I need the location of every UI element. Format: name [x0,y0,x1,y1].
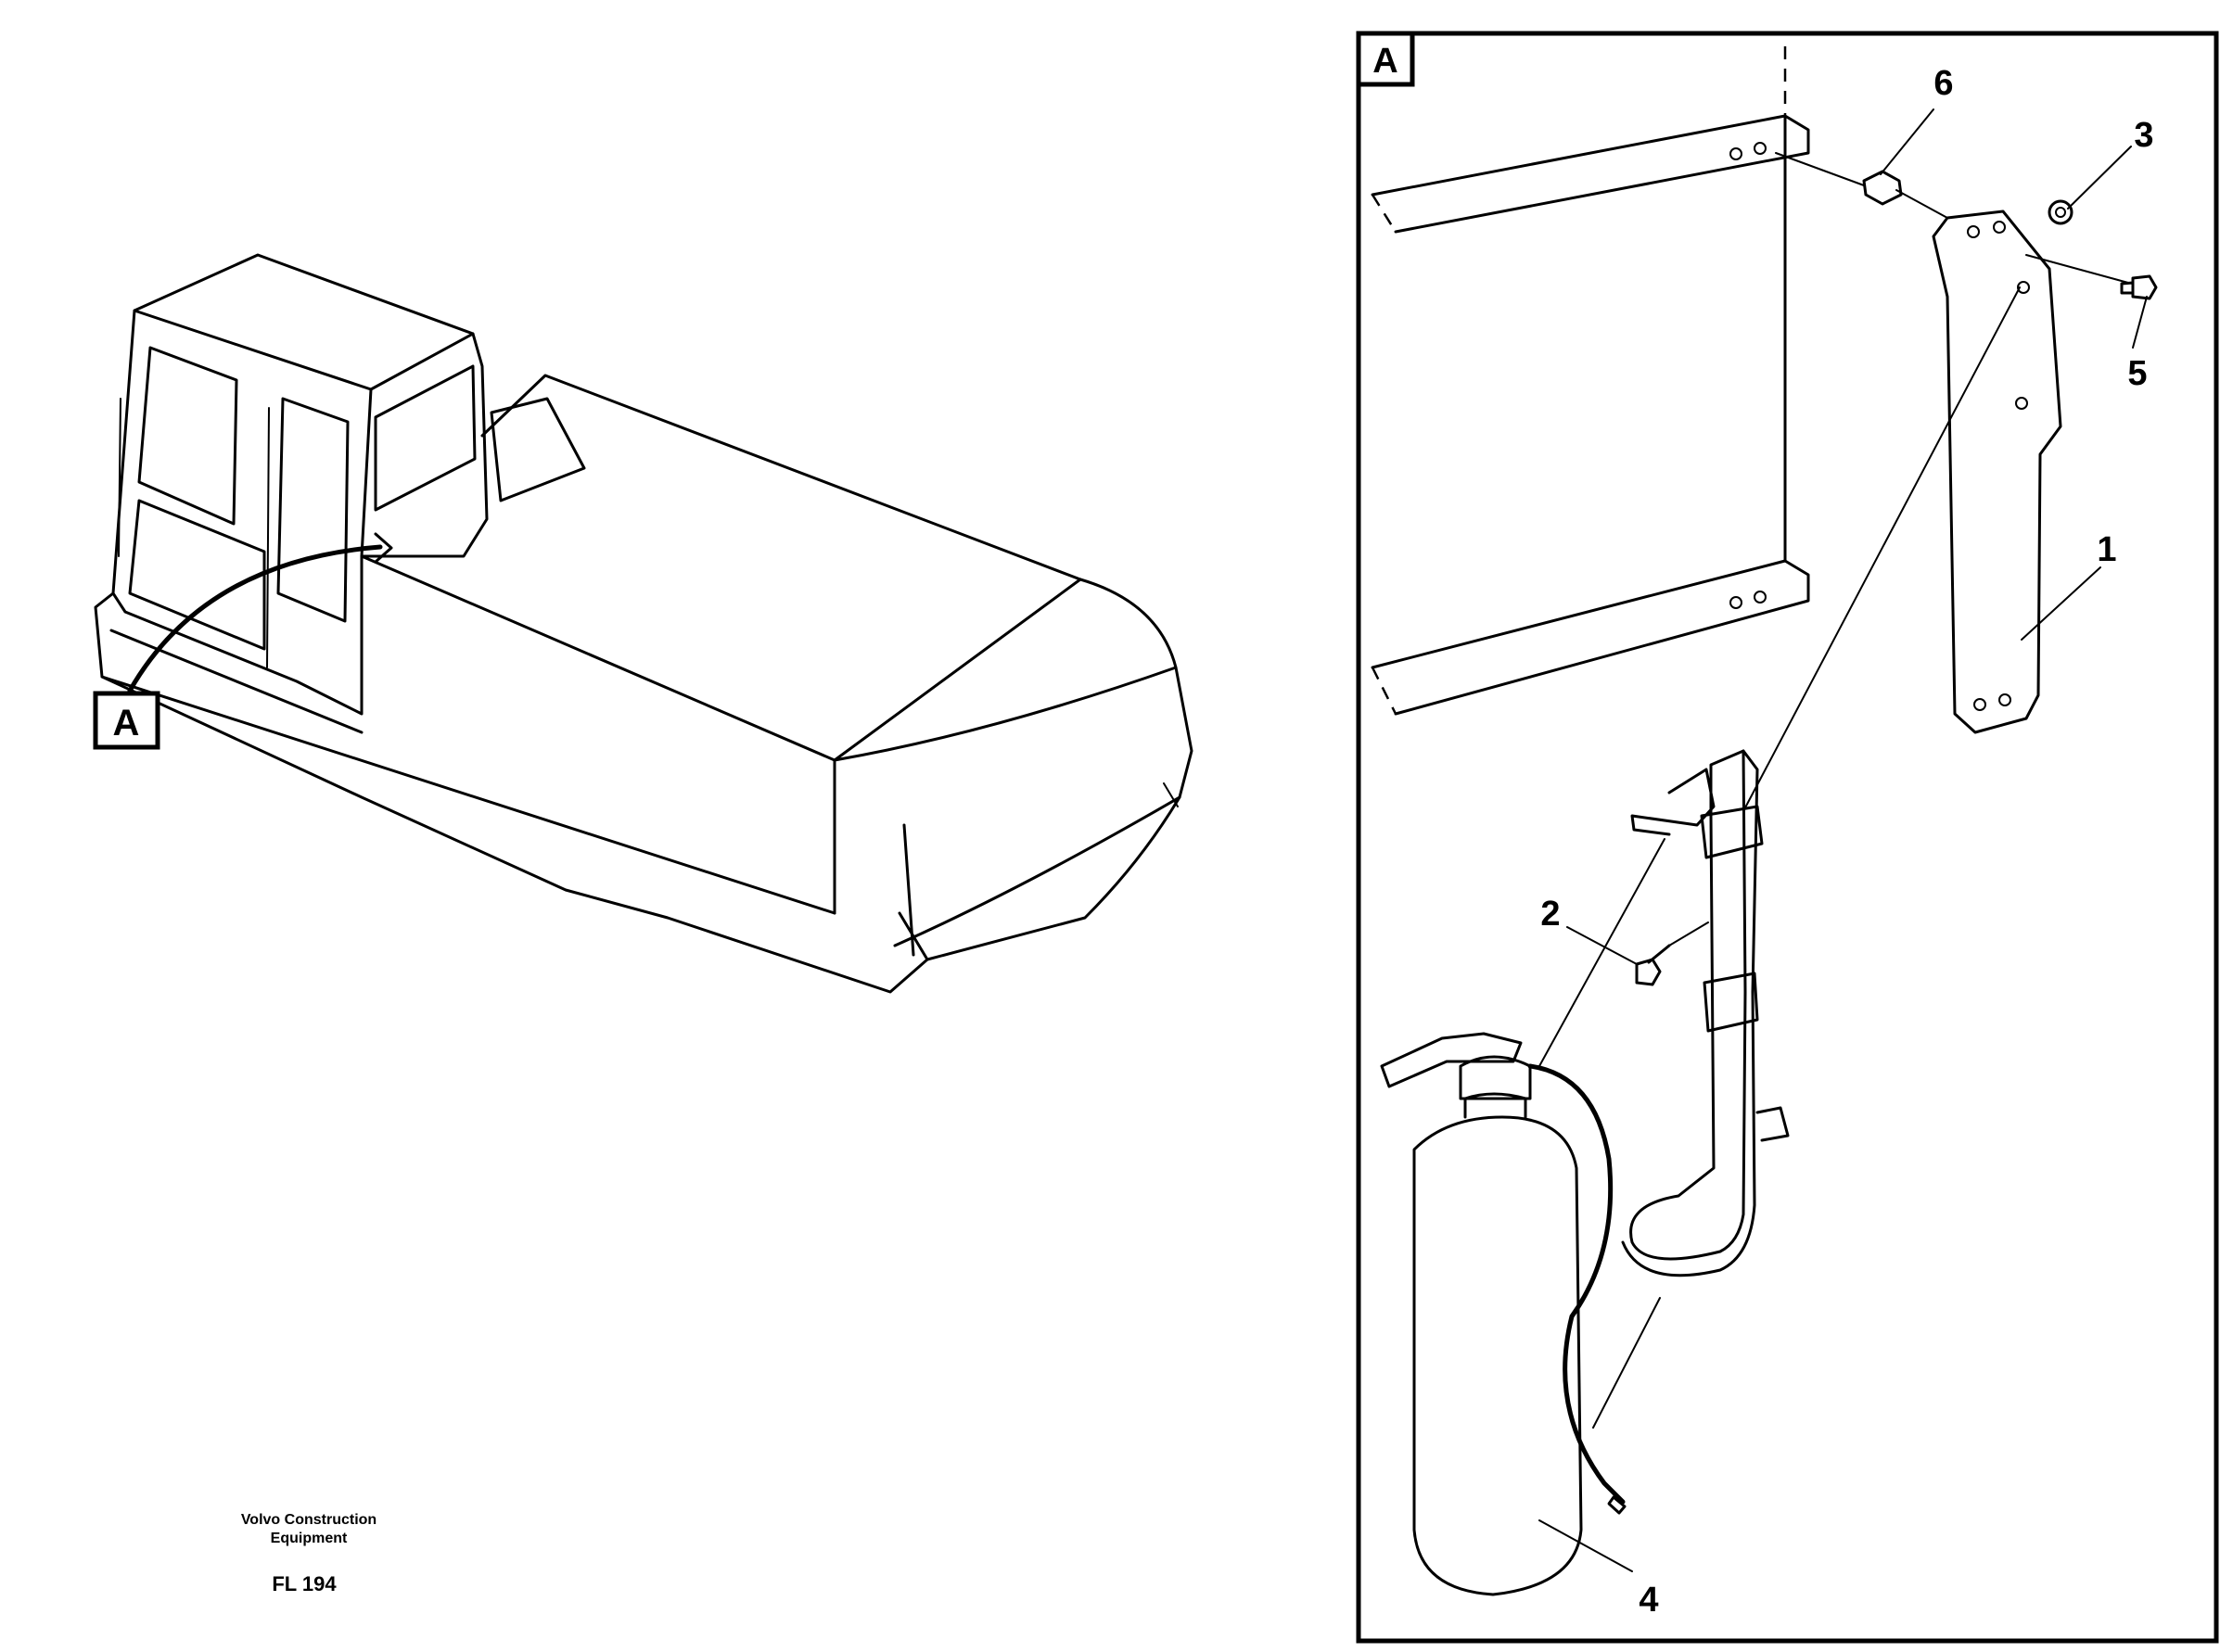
body-front-face [833,666,1178,915]
machine-body [94,374,1193,994]
nut-part-6 [1862,170,1903,206]
callout-part-5: 5 [2127,354,2147,393]
leader-part-6 [1880,108,1934,175]
callout-part-6: 6 [1933,64,1953,103]
leader-part-3 [2067,146,2132,210]
leader-part-2 [1566,926,1638,965]
view-marker: A [93,691,160,750]
cab-lower-front [128,499,266,651]
cab-roof-edge [133,309,475,558]
caption-company-line1: Volvo Construction [241,1512,376,1528]
screw-part-5 [2120,274,2158,300]
exhaust-hatch [490,397,586,502]
machine-overview: A [93,253,1193,994]
holder-clamp-upper [1700,805,1764,859]
caption-block: Volvo Construction Equipment FL 194 [241,1512,376,1595]
detail-marker-label: A [1372,42,1397,81]
leader-part-5 [2132,296,2148,349]
detail-view-a: A [1356,31,2219,1644]
extinguisher-hose [1527,1063,1626,1505]
callout-part-2: 2 [1540,895,1560,934]
view-pointer-curve [127,544,383,693]
cab-outline [111,253,489,716]
view-pointer-arrowhead [374,532,393,564]
callout-part-3: 3 [2134,116,2153,155]
upper-rail [1371,114,1810,234]
lower-rail [1371,559,1810,716]
extinguisher-head [1459,1055,1532,1100]
screw-part-2 [1635,944,1671,986]
leader-part-4 [1538,1519,1633,1572]
caption-company-line2: Equipment [271,1531,348,1546]
view-marker-label: A [113,703,140,743]
holder-clamp-lower [1703,972,1759,1033]
caption-figure-code: FL 194 [272,1572,337,1595]
fire-extinguisher-body [1412,1115,1583,1596]
cab-door-window [276,397,350,623]
body-front-bottom [893,795,1181,961]
cab-front-window [137,346,238,526]
detail-frame [1356,31,2219,1644]
callout-part-1: 1 [2097,530,2116,569]
body-side-lower [100,629,836,915]
extinguisher-handle [1380,1032,1523,1088]
washer-part-3 [2048,199,2074,225]
callout-part-4: 4 [1639,1581,1658,1620]
cab-side-window [374,364,477,512]
leader-part-1 [2021,566,2101,641]
mounting-bracket [1932,210,2062,734]
detail-marker: A [1356,31,1415,87]
extinguisher-holder [1629,749,1747,1261]
holder-top-clip [1630,768,1716,836]
